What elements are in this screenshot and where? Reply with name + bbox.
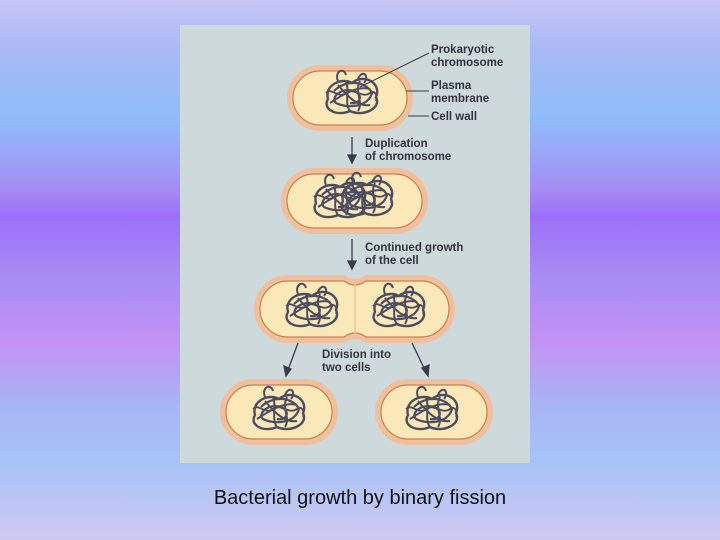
- label-prokaryotic-chromosome: Prokaryotic chromosome: [431, 44, 503, 69]
- arrow-3-left-head: [283, 364, 292, 378]
- leader-chromosome: [359, 52, 430, 88]
- cell-stage-2: [281, 168, 428, 234]
- label-continued-growth: Continued growth of the cell: [365, 242, 467, 267]
- cell-stage-1: [287, 65, 413, 131]
- arrow-3-right-head: [420, 363, 430, 378]
- arrow-1-head: [346, 154, 358, 165]
- label-duplication: Duplication of chromosome: [365, 138, 451, 163]
- binary-fission-diagram: Prokaryotic chromosome Plasma membrane C…: [180, 25, 530, 463]
- label-leaders: [359, 52, 430, 117]
- plasma-membrane: [380, 384, 488, 440]
- slide-caption: Bacterial growth by binary fission: [213, 487, 507, 509]
- arrows: [283, 137, 430, 378]
- label-division: Division into two cells: [322, 349, 394, 374]
- label-cell-wall: Cell wall: [431, 111, 477, 123]
- plasma-membrane: [225, 384, 333, 440]
- label-plasma-membrane: Plasma membrane: [431, 80, 489, 105]
- cell-stage-3: [254, 275, 455, 343]
- daughter-cell-right: [375, 379, 493, 445]
- arrow-2-head: [346, 260, 358, 271]
- arrow-3-right: [411, 342, 426, 371]
- arrow-3-left: [287, 342, 299, 371]
- binary-fission-figure: Prokaryotic chromosome Plasma membrane C…: [180, 25, 530, 463]
- daughter-cell-left: [220, 379, 338, 445]
